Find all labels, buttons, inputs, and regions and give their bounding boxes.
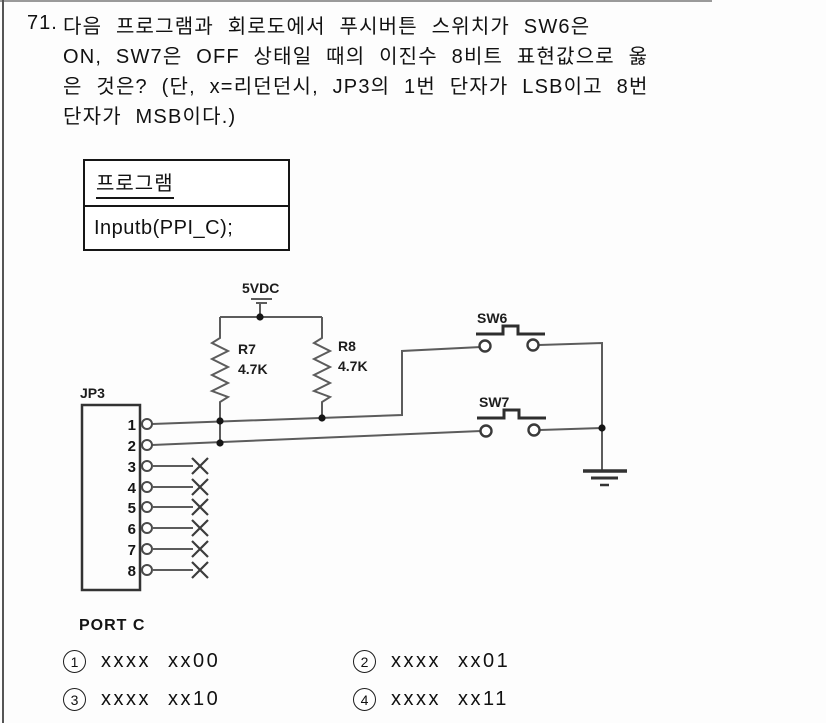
jp3-connector-box: [80, 403, 142, 592]
question-line-1: 다음 프로그램과 회로도에서 푸시버튼 스위치가 SW6은: [63, 16, 591, 38]
r8-name-label: R8: [338, 338, 356, 354]
answer-3-marker: 3: [63, 688, 86, 711]
wire-sw7-to-ground: [539, 427, 603, 431]
wire-pin1-to-sw6: [151, 346, 482, 425]
jp3-pin-number: 1: [128, 417, 136, 434]
question-line-4: 단자가 MSB이다.): [63, 106, 237, 128]
answer-3-text: xxxx xx10: [101, 688, 221, 710]
answer-4-text: xxxx xx11: [391, 688, 509, 710]
jp3-pin-number: 6: [128, 521, 136, 538]
answer-option-4: 4 xxxx xx11: [353, 688, 509, 711]
answer-2-text: xxxx xx01: [391, 650, 511, 672]
jp3-pin-number: 2: [128, 438, 136, 455]
answer-2-marker: 2: [353, 650, 376, 673]
resistor-r8-zigzag: [311, 317, 333, 417]
sw7-label: SW7: [479, 394, 510, 410]
sw7-terminal-left: [479, 424, 493, 438]
answer-option-3: 3 xxxx xx10: [63, 688, 220, 711]
sw7-terminal-right: [527, 423, 541, 437]
answer-1-text: xxxx xx00: [101, 650, 221, 672]
x-marks: [191, 457, 209, 579]
answer-option-1: 1 xxxx xx00: [63, 650, 220, 673]
page-left-border: [2, 0, 4, 723]
program-table-header: 프로그램: [85, 161, 288, 207]
jp3-pin-number: 5: [128, 500, 136, 517]
r7-value-label: 4.7K: [238, 361, 268, 377]
junction-dot-power: [256, 313, 264, 321]
program-table: 프로그램 Inputb(PPI_C);: [83, 159, 290, 251]
question-line-3: 은 것은? (단, x=리던던시, JP3의 1번 단자가 LSB이고 8번: [63, 76, 649, 98]
jp3-label: JP3: [80, 385, 105, 401]
junction-dot-ground: [598, 424, 606, 432]
jp3-pin-number: 7: [128, 542, 136, 559]
question-number: 71.: [27, 12, 58, 34]
power-label: 5VDC: [242, 280, 279, 296]
junction-dot-r7-pin1: [216, 417, 224, 425]
sw6-terminal-left: [478, 339, 492, 353]
answer-1-marker: 1: [63, 650, 86, 673]
answer-4-marker: 4: [353, 688, 376, 711]
resistor-r7-zigzag: [209, 317, 231, 443]
wire-sw6-to-ground: [538, 341, 603, 470]
junction-dot-r8-pin1: [318, 414, 326, 422]
junction-dot-r7-pin2: [216, 439, 224, 447]
sw6-terminal-right: [526, 338, 540, 352]
program-table-header-label: 프로그램: [96, 167, 174, 199]
sw6-actuator: [476, 324, 545, 336]
jp3-pin-terminals: [141, 418, 153, 576]
r8-value-label: 4.7K: [338, 358, 368, 374]
page-top-border: [0, 0, 712, 2]
sw6-label: SW6: [477, 310, 508, 326]
question-text: 다음 프로그램과 회로도에서 푸시버튼 스위치가 SW6은 ON, SW7은 O…: [63, 12, 783, 132]
jp3-pin-number: 4: [128, 480, 137, 497]
wire-pin2-to-sw7: [151, 430, 482, 446]
port-c-label: PORT C: [79, 617, 145, 634]
power-symbol: [251, 298, 272, 304]
jp3-pin-number: 3: [128, 459, 136, 476]
unused-pin-wires: [152, 465, 193, 571]
ground-symbol: [583, 469, 627, 487]
r7-name-label: R7: [238, 341, 256, 357]
sw7-actuator: [477, 408, 546, 420]
jp3-pin-number: 8: [128, 563, 136, 580]
answer-option-2: 2 xxxx xx01: [353, 650, 510, 673]
program-code: Inputb(PPI_C);: [94, 216, 234, 239]
question-line-2: ON, SW7은 OFF 상태일 때의 이진수 8비트 표현값으로 옳: [63, 46, 649, 68]
